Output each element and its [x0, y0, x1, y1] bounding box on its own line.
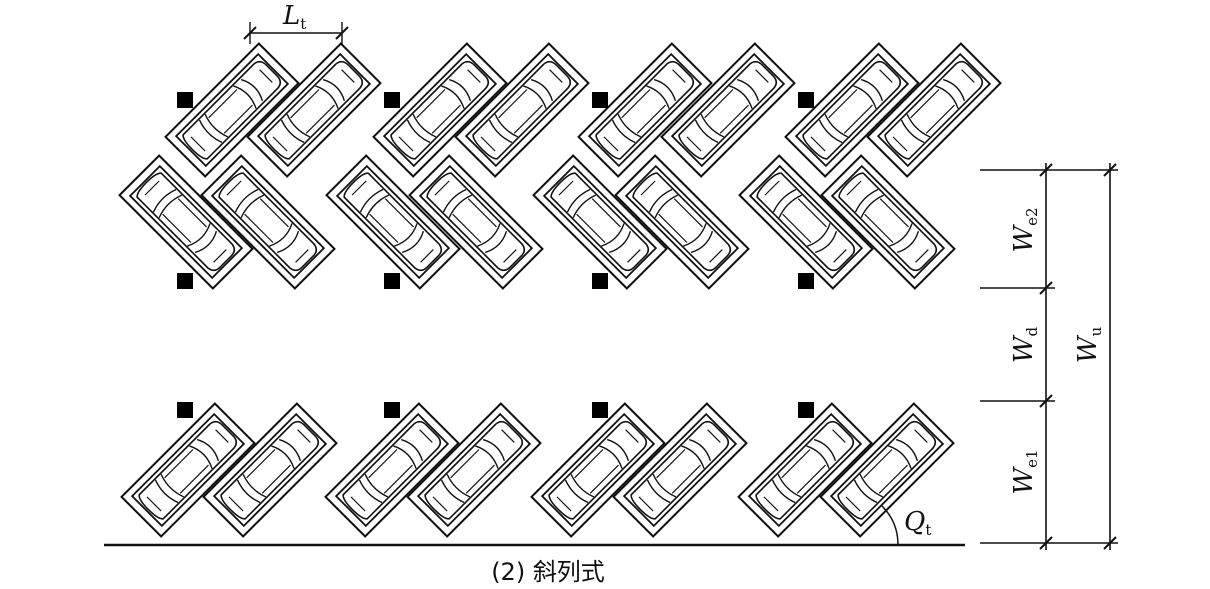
diagram-caption: (2) 斜列式	[491, 558, 605, 586]
column-marker	[798, 92, 814, 108]
column-marker	[592, 273, 608, 289]
column-marker	[177, 273, 193, 289]
label-lt: Lt	[282, 1, 306, 33]
column-marker	[798, 273, 814, 289]
middle-stall-row	[118, 154, 956, 290]
dimension-lt: Lt	[243, 1, 349, 44]
label-we1: We1	[1009, 449, 1041, 494]
label-we2: We2	[1009, 207, 1041, 252]
column-marker	[177, 92, 193, 108]
label-wu: Wu	[1073, 326, 1105, 363]
upper-stall-row	[164, 42, 1002, 178]
column-marker	[384, 92, 400, 108]
column-marker	[384, 402, 400, 418]
column-marker	[384, 273, 400, 289]
dimension-chain: We2 Wd We1 Wu	[980, 163, 1118, 550]
bottom-stall-row	[120, 402, 955, 538]
angle-marker: Qt	[881, 505, 931, 546]
column-marker	[177, 402, 193, 418]
column-marker	[592, 402, 608, 418]
column-marker	[592, 92, 608, 108]
column-marker	[798, 402, 814, 418]
label-qt: Qt	[904, 507, 931, 539]
label-wd: Wd	[1009, 326, 1041, 363]
